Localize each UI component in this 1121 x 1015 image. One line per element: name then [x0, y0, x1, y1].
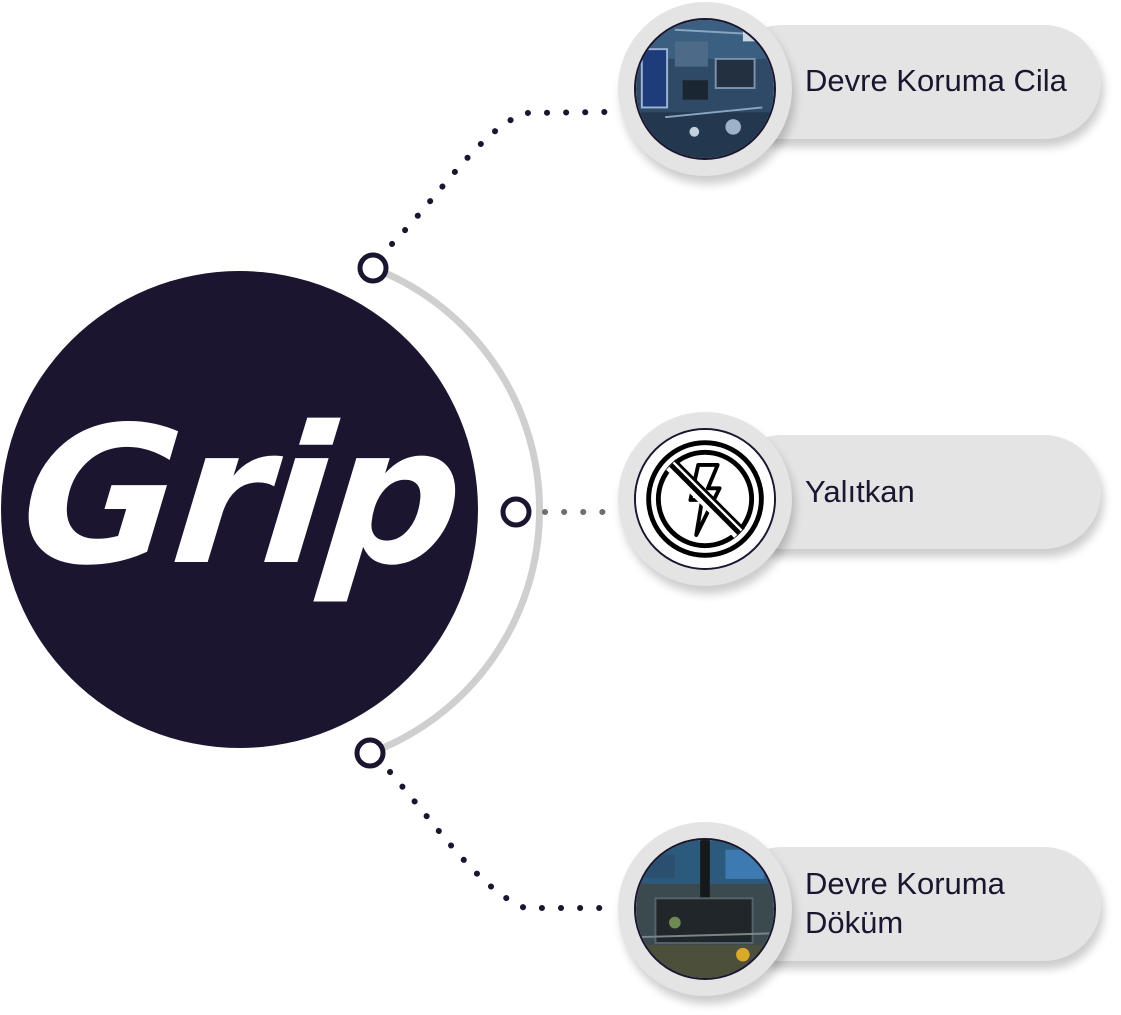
item-medal-2: [618, 412, 792, 586]
item-medal-1: [618, 2, 792, 176]
circuit-board-photo-icon: [634, 18, 776, 160]
potting-photo-icon: [634, 838, 776, 980]
node-middle: [500, 496, 532, 528]
node-top: [357, 252, 389, 284]
dotted-connector-bottom: [387, 769, 608, 911]
grip-hub-circle: Grip: [1, 271, 478, 748]
item-label-devre-koruma-dokum: Devre Koruma Döküm: [805, 864, 1085, 942]
item-label-line-2: Döküm: [805, 905, 904, 940]
dotted-connector-top: [389, 109, 608, 247]
no-electricity-icon: [634, 428, 776, 570]
item-label-line-1: Devre Koruma: [805, 866, 1005, 901]
item-label-yalitkan: Yalıtkan: [805, 474, 915, 509]
ring-arc: [368, 264, 543, 757]
item-label-devre-koruma-cila: Devre Koruma Cila: [805, 63, 1067, 98]
grip-logo-text: Grip: [11, 386, 470, 607]
item-medal-3: [618, 822, 792, 996]
node-bottom: [354, 737, 386, 769]
